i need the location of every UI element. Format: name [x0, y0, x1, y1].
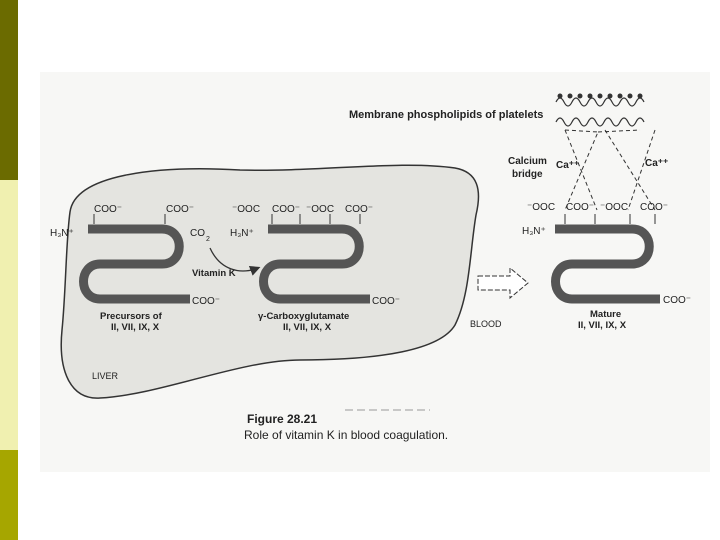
carboxyl-stems [93, 214, 656, 224]
mature-carboxyl-label-1: ⁻OOC [527, 202, 555, 213]
precursor-carboxyl-label: COO⁻ [94, 204, 122, 215]
precursor-factors: II, VII, IX, X [111, 322, 160, 333]
mature-factors: II, VII, IX, X [578, 320, 627, 331]
mature-chain [551, 224, 660, 304]
vitamin-k-label: Vitamin K [192, 268, 236, 279]
gla-carboxyl-label-3: ⁻OOC [306, 204, 334, 215]
blood-label: BLOOD [470, 319, 502, 329]
vitamin-k-arrow [209, 247, 261, 276]
calcium-ion-label-2: Ca⁺⁺ [645, 158, 668, 169]
transport-arrow [477, 266, 529, 300]
precursor-chain [79, 224, 190, 304]
mature-carboxyl-label-3: ⁻OOC [600, 202, 628, 213]
figure-number: Figure 28.21 [247, 412, 318, 426]
phospholipid-heads [557, 93, 643, 99]
co2-label: CO [190, 228, 205, 239]
gla-end-carboxyl-label: COO⁻ [372, 296, 400, 307]
slide-accent-bar-top [0, 0, 18, 180]
liver-shape [60, 164, 480, 399]
mature-amino-label: H₃N⁺ [522, 226, 546, 237]
gla-carboxyl-label-2: COO⁻ [272, 204, 300, 215]
figure-caption: Role of vitamin K in blood coagulation. [244, 428, 449, 442]
co2-subscript: 2 [206, 236, 210, 243]
gla-amino-label: H₃N⁺ [230, 228, 254, 239]
membrane-phospholipids [555, 97, 645, 127]
precursor-end-carboxyl-label: COO⁻ [192, 296, 220, 307]
gla-name: γ-Carboxyglutamate [258, 311, 349, 322]
precursor-carboxyl-label-2: COO⁻ [166, 204, 194, 215]
mature-carboxyl-label-2: COO⁻ [566, 202, 594, 213]
liver-label: LIVER [92, 371, 119, 381]
slide-accent-bar-middle [0, 180, 18, 450]
gla-factors: II, VII, IX, X [283, 322, 332, 333]
membrane-label: Membrane phospholipids of platelets [349, 109, 543, 121]
gla-carboxyl-label-1: ⁻OOC [232, 204, 260, 215]
mature-carboxyl-label-4: COO⁻ [640, 202, 668, 213]
gla-carboxyl-label-4: COO⁻ [345, 204, 373, 215]
calcium-label: Calcium [508, 156, 547, 167]
slide-accent-bar-bottom [0, 450, 18, 540]
calcium-ion-label-1: Ca⁺⁺ [556, 160, 579, 171]
mature-end-carboxyl-label: COO⁻ [663, 295, 691, 306]
calcium-bridge-lines [564, 129, 656, 211]
precursor-name: Precursors of [100, 311, 163, 322]
mature-name: Mature [590, 309, 621, 320]
precursor-amino-label: H₃N⁺ [50, 228, 74, 239]
bridge-label: bridge [512, 169, 543, 180]
gla-chain [259, 224, 370, 304]
